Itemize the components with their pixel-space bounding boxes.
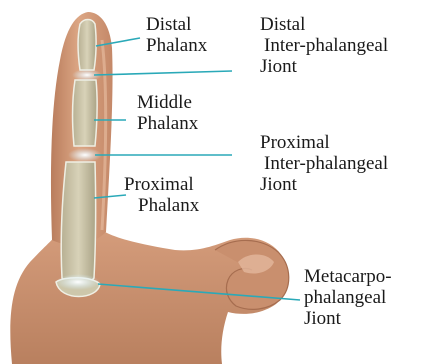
dip-joint-leader [94, 71, 232, 75]
label-line: Phalanx [137, 113, 198, 134]
mcp-joint-glow [56, 274, 100, 290]
label-line: Distal [260, 14, 388, 35]
label-line: Proximal [124, 174, 199, 195]
label-line: Phalanx [146, 35, 207, 56]
proximal-phalanx-bone [61, 162, 95, 284]
label-line: Distal [146, 14, 207, 35]
label-line: Metacarpo- [304, 266, 392, 287]
middle-phalanx-bone [73, 80, 97, 146]
pip-joint-label: Proximal Inter-phalangeal Jiont [260, 132, 388, 195]
label-line: phalangeal [304, 287, 392, 308]
label-line: Inter-phalangeal [260, 35, 388, 56]
label-line: Phalanx [124, 195, 199, 216]
label-line: Jiont [260, 56, 388, 77]
proximal-phalanx-label: Proximal Phalanx [124, 174, 199, 216]
middle-phalanx-label: Middle Phalanx [137, 92, 198, 134]
label-line: Middle [137, 92, 198, 113]
label-line: Inter-phalangeal [260, 153, 388, 174]
distal-phalanx-label: Distal Phalanx [146, 14, 207, 56]
label-line: Jiont [260, 174, 388, 195]
mcp-joint-label: Metacarpo- phalangeal Jiont [304, 266, 392, 329]
label-line: Jiont [304, 308, 392, 329]
dip-joint-label: Distal Inter-phalangeal Jiont [260, 14, 388, 77]
label-line: Proximal [260, 132, 388, 153]
distal-phalanx-bone [78, 20, 96, 71]
